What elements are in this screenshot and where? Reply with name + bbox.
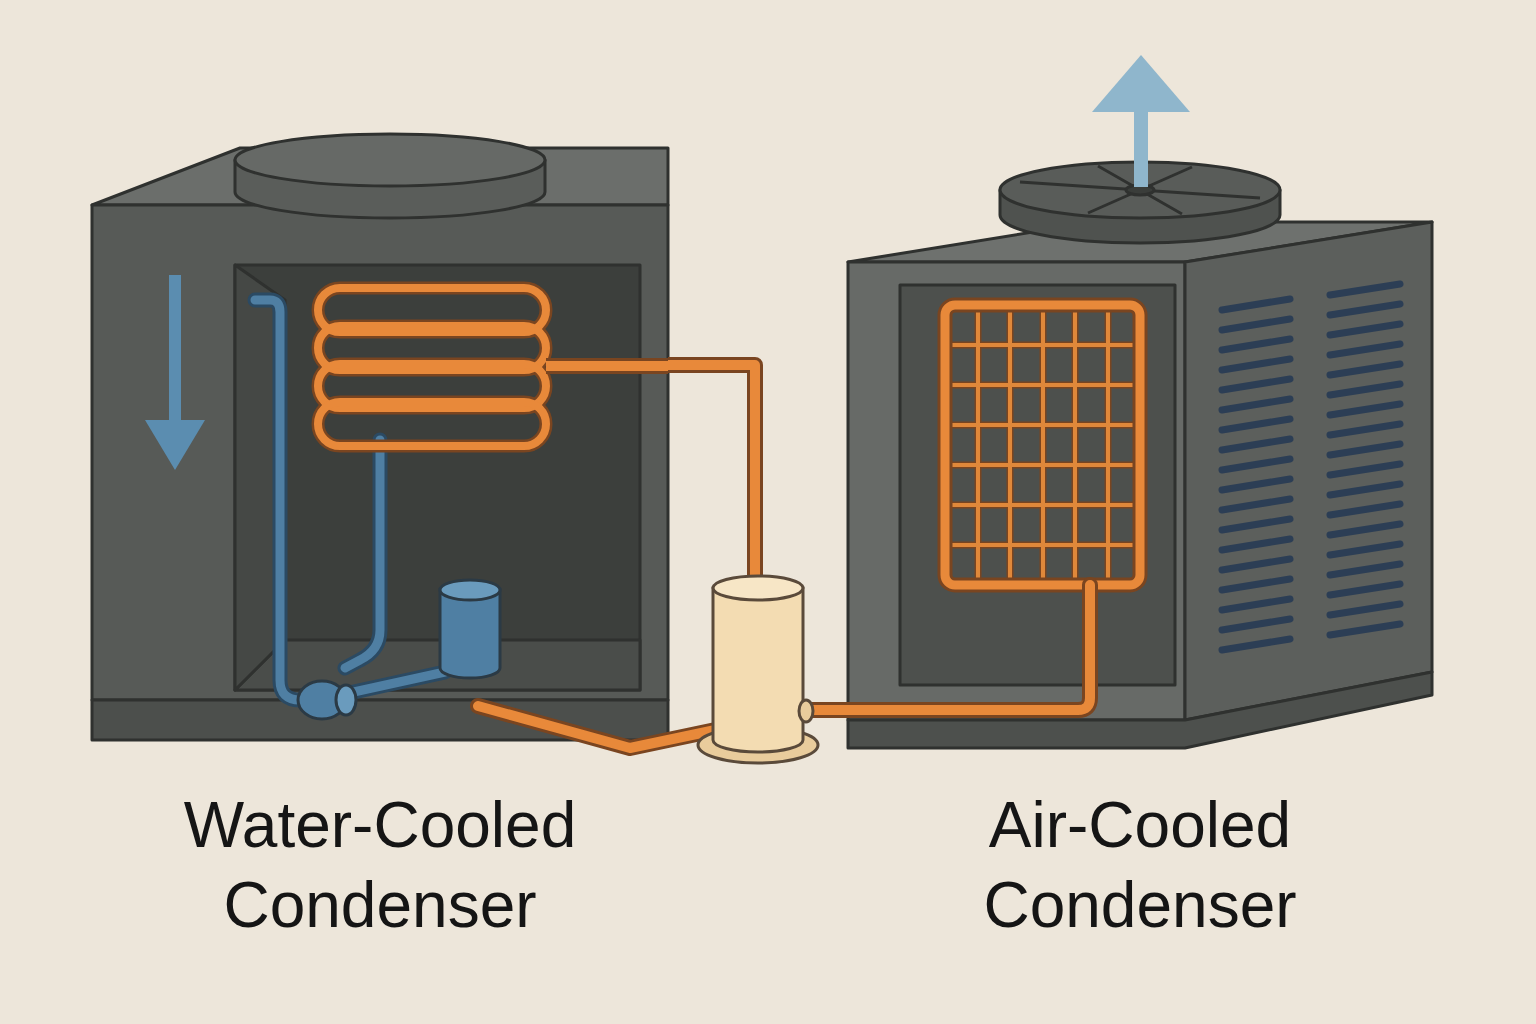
coil-grid	[945, 305, 1140, 585]
water-pipe	[255, 300, 310, 700]
water-cooled-unit	[92, 134, 668, 740]
unit-front	[92, 205, 668, 700]
top-cylinder-lid	[235, 134, 545, 186]
unit-recess	[900, 285, 1175, 685]
compressor	[698, 576, 818, 763]
water-flow-arrow	[145, 275, 205, 470]
water-pipe-outline	[255, 300, 310, 700]
unit-front	[848, 262, 1185, 720]
compressor-body	[713, 588, 803, 752]
unit-opening	[235, 265, 640, 690]
inner-floor	[235, 640, 640, 690]
arrow-shaft	[169, 275, 181, 425]
compressor-top	[713, 576, 803, 600]
unit-label: Air-Cooled Condenser	[860, 785, 1420, 945]
coil-pipe	[848, 585, 1090, 710]
coil-exit-outline	[546, 358, 668, 374]
pump-face	[336, 685, 356, 715]
condenser-unit: Air-Cooled Condenser	[848, 150, 1432, 748]
water-pipe-outline	[345, 440, 380, 668]
coil-loop	[318, 402, 546, 446]
return-pipe-outline	[478, 706, 725, 748]
arrow-head	[1092, 55, 1190, 112]
refrigerant-coil	[318, 288, 668, 446]
coil-grid-outline	[945, 305, 1140, 585]
condenser-unit: Water-Cooled Condenser	[92, 145, 668, 765]
water-pipe	[345, 440, 380, 668]
air-cooled-unit	[848, 162, 1432, 748]
coil-exit	[546, 361, 668, 371]
coil-frame-outline	[945, 305, 1140, 585]
air-flow-arrow	[1092, 55, 1190, 187]
unit-side	[1185, 222, 1432, 720]
coil-pipe-outline	[848, 585, 1090, 710]
return-pipe	[478, 706, 725, 748]
arrow-shaft	[1134, 105, 1148, 187]
side-louvers	[1222, 284, 1400, 650]
unit-label: Water-Cooled Condenser	[100, 785, 660, 945]
water-tank-lid	[440, 580, 500, 600]
coil-frame	[945, 305, 1140, 585]
air-coil	[848, 305, 1140, 710]
water-pump	[298, 580, 500, 719]
compressor-port	[799, 700, 813, 722]
water-tank	[440, 590, 500, 678]
arrow-head	[145, 420, 205, 470]
